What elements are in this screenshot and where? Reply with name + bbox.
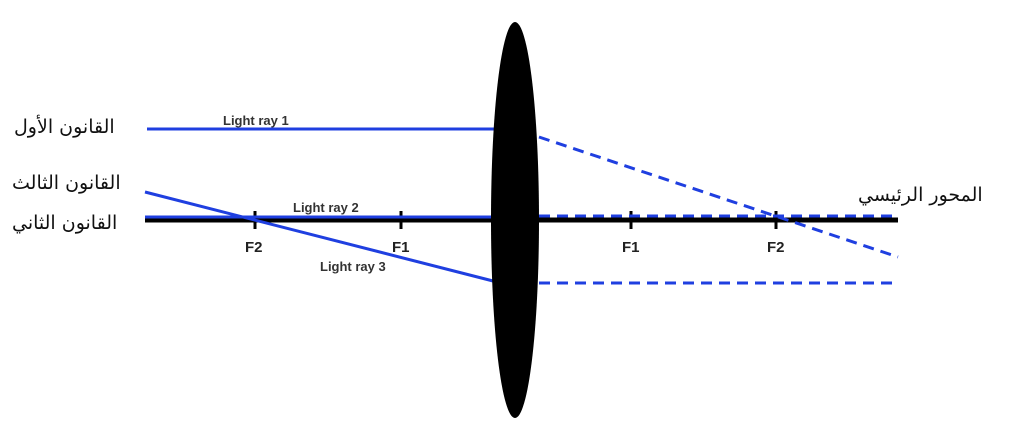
light-ray-3-label: Light ray 3 (320, 259, 386, 274)
focal-label-left-f1: F1 (392, 239, 410, 256)
light-ray-2-label: Light ray 2 (293, 200, 359, 215)
first-law-label: القانون الأول (14, 116, 115, 138)
principal-axis-label: المحور الرئيسي (858, 184, 983, 206)
focal-label-left-f2: F2 (245, 239, 263, 256)
light-ray-3-solid (144, 190, 498, 284)
light-ray-1-dashed (538, 135, 899, 259)
focal-label-right-f2: F2 (767, 239, 785, 256)
focal-label-right-f1: F1 (622, 239, 640, 256)
light-ray-1-label: Light ray 1 (223, 113, 289, 128)
second-law-label: القانون الثاني (12, 212, 118, 234)
convex-lens (491, 22, 539, 418)
third-law-label: القانون الثالث (12, 172, 121, 194)
